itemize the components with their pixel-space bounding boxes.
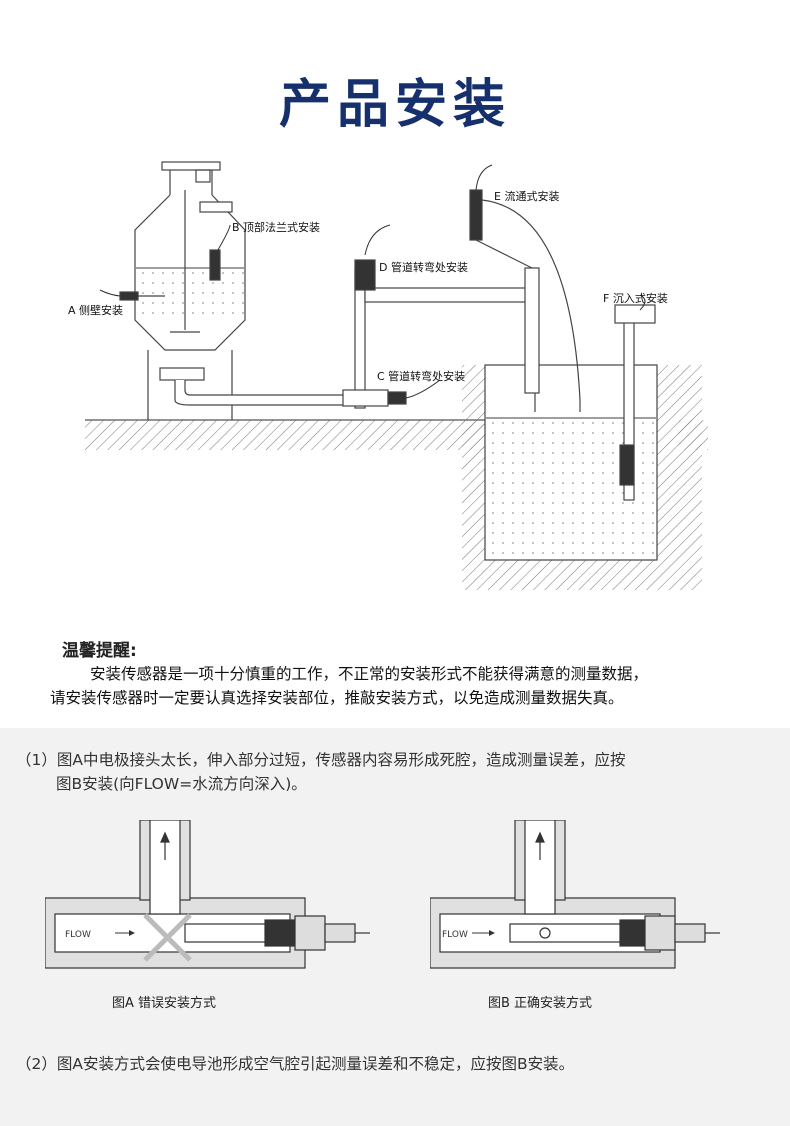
vessel: [119, 161, 246, 420]
page-title: 产品安装: [278, 75, 511, 135]
tips-line-2: 请安装传感器时一定要认真选择安装部位，推敲安装方式，以免造成测量数据失真。: [50, 689, 624, 707]
note-2: （2）图A安装方式会使电导池形成空气腔引起测量误差和不稳定，应按图B安装。: [16, 1055, 575, 1073]
note-1-line-2: 图B安装(向FLOW=水流方向深入)。: [56, 775, 307, 793]
label-top-flange: B 顶部法兰式安装: [232, 220, 320, 234]
note-1: （1）图A中电极接头太长，伸入部分过短，传感器内容易形成死腔，造成测量误差，应按…: [16, 748, 776, 796]
ground-left: [85, 420, 485, 450]
caption-a: 图A 错误安装方式: [112, 996, 217, 1011]
label-side-wall: A 侧壁安装: [68, 303, 123, 317]
label-pipe-bend-c: C 管道转弯处安装: [377, 369, 465, 383]
installation-diagram: A 侧壁安装 B 顶部法兰式安装 D 管道转弯处安装 C 管道转弯处安装 E 流…: [68, 161, 708, 590]
figure-a: FLOW: [45, 820, 370, 969]
flow-label-b: FLOW: [442, 930, 468, 940]
tips-heading: 温馨提醒:: [62, 641, 137, 661]
label-pipe-bend-d: D 管道转弯处安装: [379, 260, 468, 274]
note-1-line-1: （1）图A中电极接头太长，伸入部分过短，传感器内容易形成死腔，造成测量误差，应按: [16, 751, 626, 769]
flow-label-a: FLOW: [65, 930, 91, 940]
caption-b: 图B 正确安装方式: [488, 996, 593, 1011]
pipes: [174, 189, 656, 501]
pool: [462, 364, 702, 590]
label-immersion: F 沉入式安装: [603, 291, 668, 305]
figure-b: FLOW: [430, 820, 720, 969]
label-flow-through: E 流通式安装: [494, 189, 559, 203]
tips-line-1: 安装传感器是一项十分慎重的工作，不正常的安装形式不能获得满意的测量数据，: [90, 665, 649, 683]
tips-body: 安装传感器是一项十分慎重的工作，不正常的安装形式不能获得满意的测量数据， 请安装…: [50, 662, 750, 710]
